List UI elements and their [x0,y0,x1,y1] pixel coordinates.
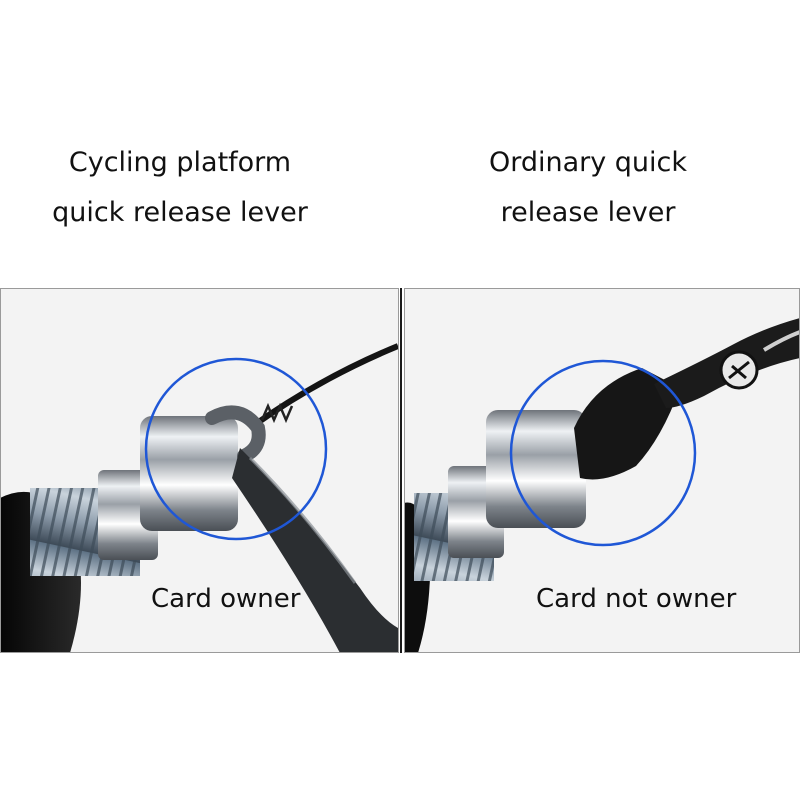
right-heading-line1: Ordinary quick [488,147,688,178]
left-heading-line1: Cycling platform [68,147,292,178]
cycling-platform-lever-illustration [0,288,398,653]
ordinary-lever-illustration [404,288,800,653]
left-heading-line2: quick release lever [52,197,308,228]
left-caption: Card owner [151,584,301,614]
right-caption: Card not owner [536,584,737,614]
right-photo-panel [404,288,800,653]
left-heading: Cycling platform quick release lever [0,138,380,238]
left-photo-panel [0,288,398,653]
right-heading: Ordinary quick release lever [388,138,788,238]
panel-divider [400,288,402,653]
right-heading-line2: release lever [500,197,676,228]
